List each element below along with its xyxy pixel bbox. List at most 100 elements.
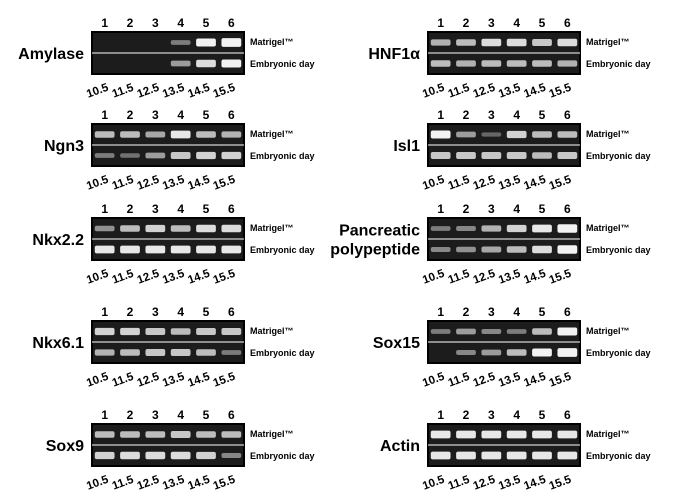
embryonic-day-label: 12.5 xyxy=(472,474,498,493)
gel-band xyxy=(145,131,166,138)
row-label-embryonic-day: Embryonic day xyxy=(250,59,315,69)
lane-number: 3 xyxy=(152,305,159,319)
embryonic-day-label: 12.5 xyxy=(472,268,498,287)
embryonic-day-label: 13.5 xyxy=(497,474,523,493)
gel-band xyxy=(481,349,502,356)
gel-band xyxy=(557,60,578,67)
gel-band xyxy=(170,130,191,139)
embryonic-day-label: 14.5 xyxy=(522,268,548,287)
embryonic-day-label: 10.5 xyxy=(85,174,111,193)
embryonic-day-label: 12.5 xyxy=(472,82,498,101)
embryonic-day-label: 13.5 xyxy=(161,474,187,493)
gel-band xyxy=(557,131,578,138)
row-label-embryonic-day: Embryonic day xyxy=(250,451,315,461)
gel-band xyxy=(196,431,216,438)
embryonic-day-label: 14.5 xyxy=(522,174,548,193)
gel-band xyxy=(145,224,166,233)
gene-label: Ngn3 xyxy=(44,138,84,155)
row-label-matrigel: Matrigel™ xyxy=(586,223,630,233)
gel-band xyxy=(506,329,527,334)
lane-number: 5 xyxy=(203,108,210,122)
embryonic-day-label: 10.5 xyxy=(85,474,111,493)
lane-number: 3 xyxy=(488,108,495,122)
lane-number: 5 xyxy=(539,202,546,216)
lane-number: 2 xyxy=(127,408,134,422)
lane-number: 5 xyxy=(539,408,546,422)
lane-number: 1 xyxy=(437,16,444,30)
row-label-embryonic-day: Embryonic day xyxy=(586,451,651,461)
gel-band xyxy=(120,131,140,138)
embryonic-day-label: 11.5 xyxy=(111,82,136,101)
gel-band xyxy=(430,451,451,460)
gel-band xyxy=(94,451,115,460)
gel-band xyxy=(120,431,140,438)
lane-number: 3 xyxy=(152,202,159,216)
gel-band xyxy=(557,430,578,439)
embryonic-day-label: 11.5 xyxy=(111,474,136,493)
gel-band xyxy=(196,38,216,47)
gel-band xyxy=(94,153,115,158)
gel-band xyxy=(532,131,552,138)
embryonic-day-label: 15.5 xyxy=(548,474,574,493)
gel-band xyxy=(120,245,140,254)
lane-number: 1 xyxy=(101,202,108,216)
lane-number: 6 xyxy=(228,408,235,422)
embryonic-day-label: 15.5 xyxy=(212,82,238,101)
lane-number: 3 xyxy=(488,408,495,422)
gel-band xyxy=(196,224,216,233)
gel-band xyxy=(456,225,476,232)
embryonic-day-label: 10.5 xyxy=(85,82,111,101)
gel-band xyxy=(170,349,191,356)
lane-number: 2 xyxy=(127,16,134,30)
gel-band xyxy=(532,60,552,67)
embryonic-day-label: 13.5 xyxy=(497,268,523,287)
gel-band xyxy=(456,152,476,159)
embryonic-day-label: 12.5 xyxy=(472,174,498,193)
gel-band xyxy=(456,430,476,439)
embryonic-day-label: 12.5 xyxy=(136,268,162,287)
gel-band xyxy=(120,327,140,336)
embryonic-day-label: 11.5 xyxy=(111,174,136,193)
embryonic-day-label: 15.5 xyxy=(548,371,574,390)
lane-number: 3 xyxy=(488,305,495,319)
lane-number: 4 xyxy=(177,305,184,319)
lane-number: 3 xyxy=(152,16,159,30)
embryonic-day-label: 11.5 xyxy=(447,474,472,493)
gel-band xyxy=(456,349,476,356)
gel-band xyxy=(506,130,527,139)
lane-number: 3 xyxy=(488,202,495,216)
gel-band xyxy=(94,245,115,254)
gel-band xyxy=(532,39,552,46)
gel-band xyxy=(481,38,502,47)
gel-band xyxy=(94,225,115,232)
embryonic-day-label: 14.5 xyxy=(522,82,548,101)
gel-band xyxy=(221,59,242,68)
lane-number: 4 xyxy=(513,305,520,319)
gel-band xyxy=(221,151,242,160)
embryonic-day-label: 14.5 xyxy=(186,82,212,101)
gel-band xyxy=(170,152,191,159)
gene-label: Actin xyxy=(380,438,420,455)
row-label-embryonic-day: Embryonic day xyxy=(586,245,651,255)
embryonic-day-label: 15.5 xyxy=(548,82,574,101)
lane-number: 1 xyxy=(101,16,108,30)
lane-number: 1 xyxy=(437,108,444,122)
lane-number: 1 xyxy=(437,305,444,319)
row-label-embryonic-day: Embryonic day xyxy=(250,245,315,255)
gel-band xyxy=(430,39,451,46)
embryonic-day-label: 13.5 xyxy=(161,371,187,390)
gene-label: Sox9 xyxy=(46,438,84,455)
embryonic-day-label: 13.5 xyxy=(497,371,523,390)
gel-band xyxy=(481,132,502,137)
lane-number: 2 xyxy=(463,202,470,216)
gene-label: HNF1α xyxy=(368,46,420,63)
gel-band xyxy=(120,451,140,460)
gel-band xyxy=(456,328,476,335)
lane-number: 2 xyxy=(127,305,134,319)
gel-band xyxy=(196,245,216,254)
